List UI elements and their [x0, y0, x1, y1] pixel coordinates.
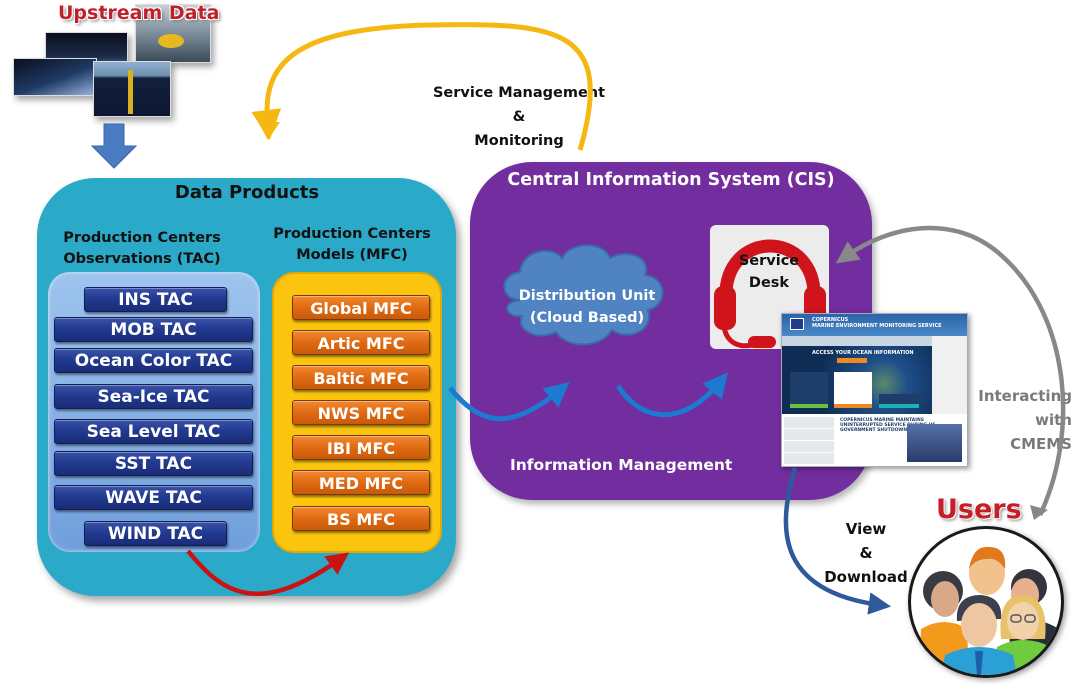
- service-desk-line2: Desk: [748, 275, 790, 291]
- tac-item-ocean-color[interactable]: Ocean Color TAC: [54, 348, 253, 373]
- cloud-to-service-arrow: [615, 372, 729, 418]
- tac-item-mob[interactable]: MOB TAC: [54, 317, 253, 342]
- tac-item-sea-ice[interactable]: Sea-Ice TAC: [54, 384, 253, 409]
- users-title: Users: [936, 494, 1022, 525]
- website-card-monitoring: [834, 372, 872, 408]
- website-news-line3: GOVERNMENT SHUTDOWN: [840, 428, 908, 433]
- cloud-icon: [503, 244, 664, 346]
- buoy-photo: [135, 4, 211, 63]
- view-download-line3: Download: [824, 568, 908, 586]
- service-management-line1: Service Management: [432, 85, 606, 101]
- mfc-item-baltic[interactable]: Baltic MFC: [292, 365, 430, 390]
- website-card-products: [790, 372, 828, 408]
- service-desk-label: Service Desk: [724, 250, 814, 294]
- website-card-services: [879, 394, 919, 408]
- service-management-arrowhead-left: [258, 122, 280, 140]
- tac-heading: Production Centers Observations (TAC): [56, 228, 228, 270]
- mfc-item-ibi[interactable]: IBI MFC: [292, 435, 430, 460]
- tac-item-sea-level[interactable]: Sea Level TAC: [54, 419, 253, 444]
- mfc-item-nws[interactable]: NWS MFC: [292, 400, 430, 425]
- view-download-label: View & Download: [818, 517, 914, 589]
- distribution-unit-label: Distribution Unit (Cloud Based): [512, 285, 662, 329]
- mfc-heading-line1: Production Centers: [273, 226, 431, 242]
- mfc-heading: Production Centers Models (MFC): [272, 224, 432, 266]
- website-news-line2: UNINTERRUPTED SERVICE DURING US: [840, 423, 936, 428]
- website-brand: COPERNICUS MARINE ENVIRONMENT MONITORING…: [812, 317, 942, 329]
- mfc-item-bs[interactable]: BS MFC: [292, 506, 430, 531]
- information-management-label: Information Management: [510, 456, 733, 474]
- mfc-heading-line2: Models (MFC): [296, 247, 408, 263]
- buoy-icon: [158, 34, 184, 48]
- mfc-to-cloud-arrow: [448, 381, 570, 422]
- view-download-line1: View: [845, 520, 887, 538]
- view-download-arrow: [783, 467, 892, 615]
- distribution-unit-line1: Distribution Unit: [518, 288, 656, 304]
- service-desk-line1: Service: [738, 253, 800, 269]
- website-header: [782, 314, 967, 336]
- service-management-label: Service Management & Monitoring: [424, 81, 614, 153]
- interacting-line1: Interacting: [978, 387, 1072, 405]
- interacting-label: Interacting with CMEMS: [960, 384, 1072, 456]
- website-list: [784, 417, 834, 465]
- website-brand-line1: COPERNICUS: [812, 317, 849, 323]
- mfc-item-global[interactable]: Global MFC: [292, 295, 430, 320]
- tac-item-sst[interactable]: SST TAC: [54, 451, 253, 476]
- users-group-icon: [908, 526, 1064, 678]
- website-cta: [837, 358, 867, 363]
- website-news-image: [907, 424, 962, 462]
- tac-heading-line2: Observations (TAC): [63, 251, 221, 267]
- distribution-unit-line2: (Cloud Based): [529, 310, 645, 326]
- website-nav: [782, 336, 967, 346]
- tac-item-ins[interactable]: INS TAC: [84, 287, 227, 312]
- service-management-line3: Monitoring: [474, 133, 564, 149]
- website-news: COPERNICUS MARINE MAINTAINS UNINTERRUPTE…: [840, 418, 936, 433]
- tac-to-mfc-arrow: [186, 549, 350, 597]
- interacting-arrow: [835, 225, 1066, 516]
- person-orange-hair-icon: [969, 546, 1006, 595]
- data-products-title: Data Products: [174, 182, 320, 203]
- interacting-line3: CMEMS: [1010, 435, 1072, 453]
- website-shortcuts: [932, 336, 967, 414]
- tac-item-wave[interactable]: WAVE TAC: [54, 485, 253, 510]
- cmems-website-screenshot[interactable]: COPERNICUS MARINE ENVIRONMENT MONITORING…: [781, 313, 968, 467]
- service-management-line2: &: [512, 109, 526, 125]
- tac-heading-line1: Production Centers: [63, 230, 221, 246]
- person-front-tie-icon: [941, 595, 1017, 675]
- upstream-data-title: Upstream Data: [58, 2, 220, 24]
- interacting-arrowhead-down: [1030, 505, 1048, 520]
- website-hero-text: ACCESS YOUR OCEAN INFORMATION: [812, 350, 914, 356]
- upstream-down-arrow: [90, 123, 138, 169]
- mfc-item-med[interactable]: MED MFC: [292, 470, 430, 495]
- eu-flag-icon: [790, 318, 804, 330]
- mfc-item-artic[interactable]: Artic MFC: [292, 330, 430, 355]
- website-news-line1: COPERNICUS MARINE MAINTAINS: [840, 418, 924, 423]
- website-brand-line2: MARINE ENVIRONMENT MONITORING SERVICE: [812, 323, 942, 329]
- view-download-line2: &: [859, 544, 873, 562]
- service-management-arrow: [251, 22, 593, 151]
- float-icon: [128, 70, 133, 114]
- tac-item-wind[interactable]: WIND TAC: [84, 521, 227, 546]
- cis-title: Central Information System (CIS): [507, 170, 835, 190]
